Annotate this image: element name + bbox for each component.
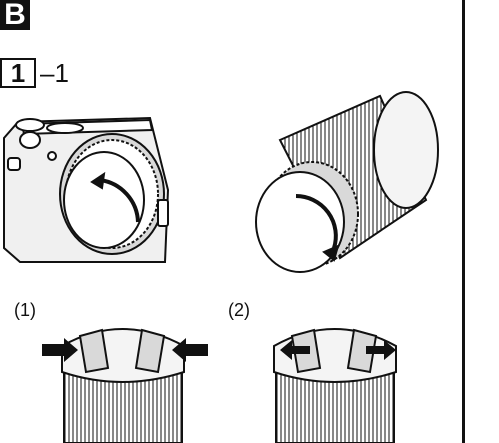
- figure-label-2: (2): [228, 300, 250, 320]
- camera-body-illustration: [3, 116, 170, 263]
- figure-label-1: (1): [14, 300, 36, 320]
- step-number: 1: [10, 57, 26, 88]
- front-cap-illustration-2: [273, 328, 397, 443]
- lens-illustration: [255, 91, 439, 273]
- squeeze-arrows-1: [42, 338, 208, 362]
- section-letter: B: [4, 0, 26, 31]
- step-suffix: –1: [40, 58, 69, 88]
- section-badge: B: [0, 0, 30, 30]
- right-border-rule: [462, 0, 465, 443]
- front-cap-illustration-1: [61, 328, 185, 443]
- squeeze-arrows-2: [280, 340, 396, 360]
- step-number-box: 1: [0, 58, 36, 88]
